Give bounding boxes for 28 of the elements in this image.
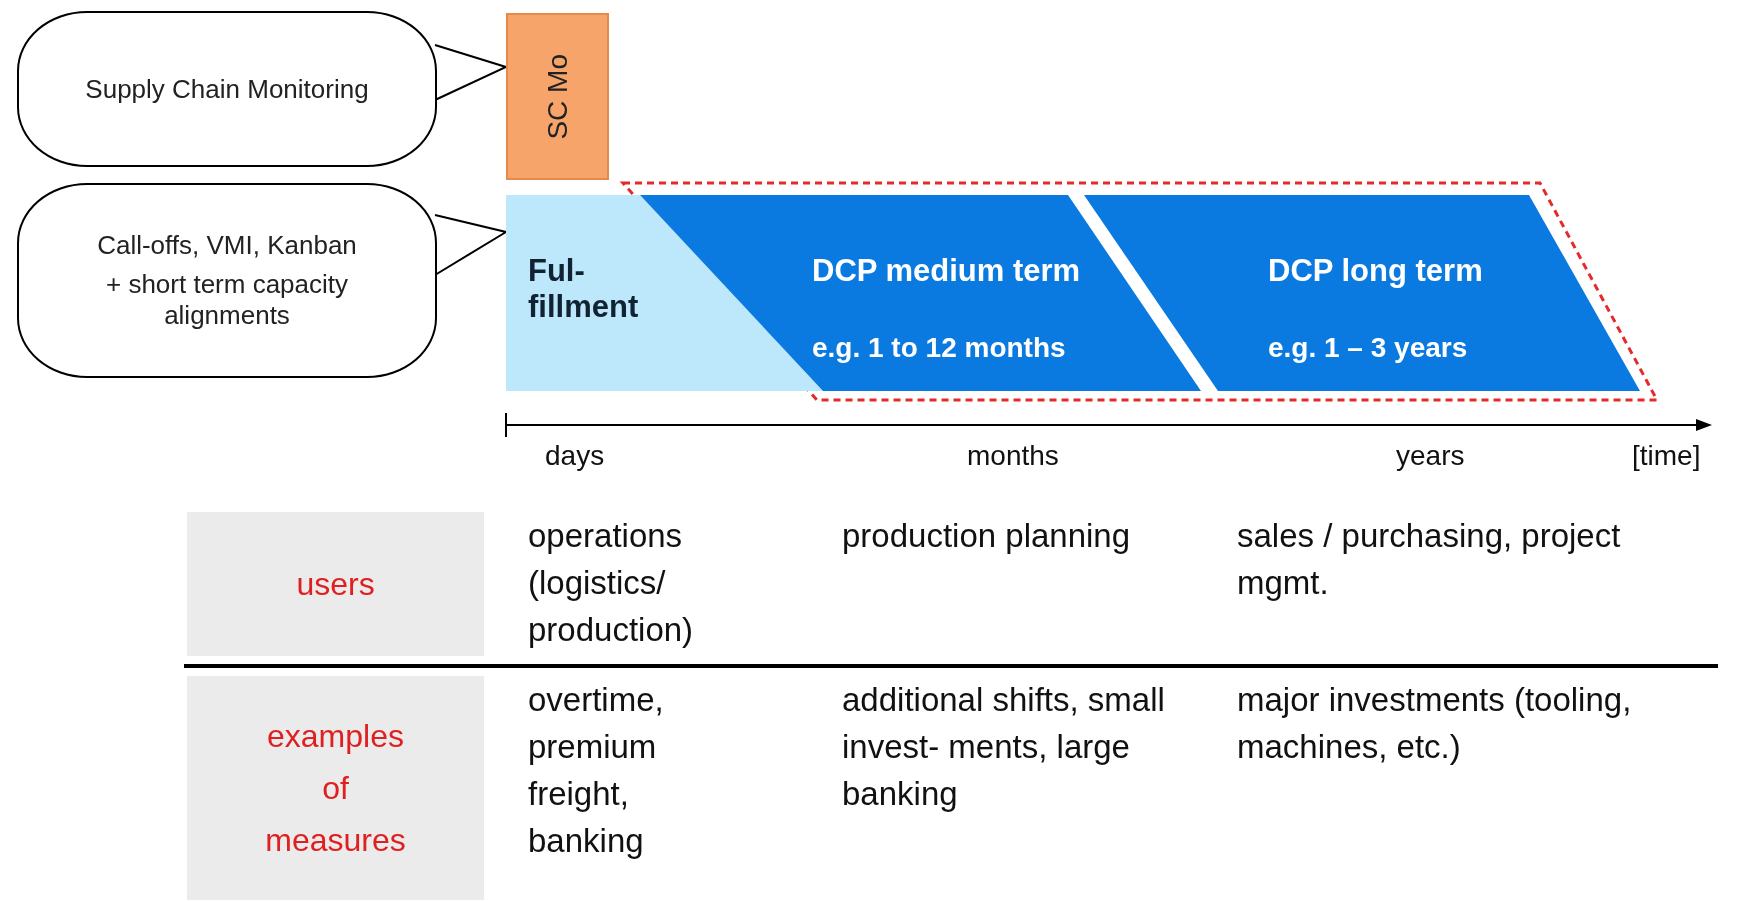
table-text: operations (logistics/ production) (528, 516, 695, 650)
callout-bubble (17, 11, 437, 167)
phase-title: DCP long term (1268, 253, 1483, 289)
axis-label: months (967, 439, 1059, 473)
phase-title: DCP medium term (812, 253, 1081, 289)
row-header: examples of measures (264, 717, 407, 860)
table-text: sales / purchasing, project mgmt. (1237, 516, 1622, 603)
table-text: major investments (tooling, machines, etc.) (1237, 680, 1633, 767)
axis-unit: [time] (1632, 439, 1701, 473)
box-label: SC Mo (541, 53, 574, 140)
phase-shape (640, 195, 1201, 391)
phase-shape (1084, 195, 1640, 391)
process-box (506, 13, 609, 180)
callout-text: + short term capacity alignments (104, 269, 349, 331)
callout-tail (434, 214, 509, 276)
axis-label: years (1396, 439, 1465, 473)
phase-title: Ful- fillment (528, 253, 640, 325)
table-text: overtime, premium freight, banking (528, 680, 665, 861)
table-text: additional shifts, small invest- ments, large banking (842, 680, 1166, 814)
callout-text: Supply Chain Monitoring (85, 73, 369, 105)
callout-tail (434, 44, 509, 101)
table-text: production planning (842, 516, 1132, 556)
callout-text: Call-offs, VMI, Kanban (97, 230, 357, 261)
callout-bubble (17, 183, 437, 378)
phase-duration: e.g. 1 to 12 months (812, 331, 1066, 365)
row-header: users (295, 565, 376, 604)
phase-duration: e.g. 1 – 3 years (1268, 331, 1468, 365)
axis-label: days (545, 439, 605, 473)
